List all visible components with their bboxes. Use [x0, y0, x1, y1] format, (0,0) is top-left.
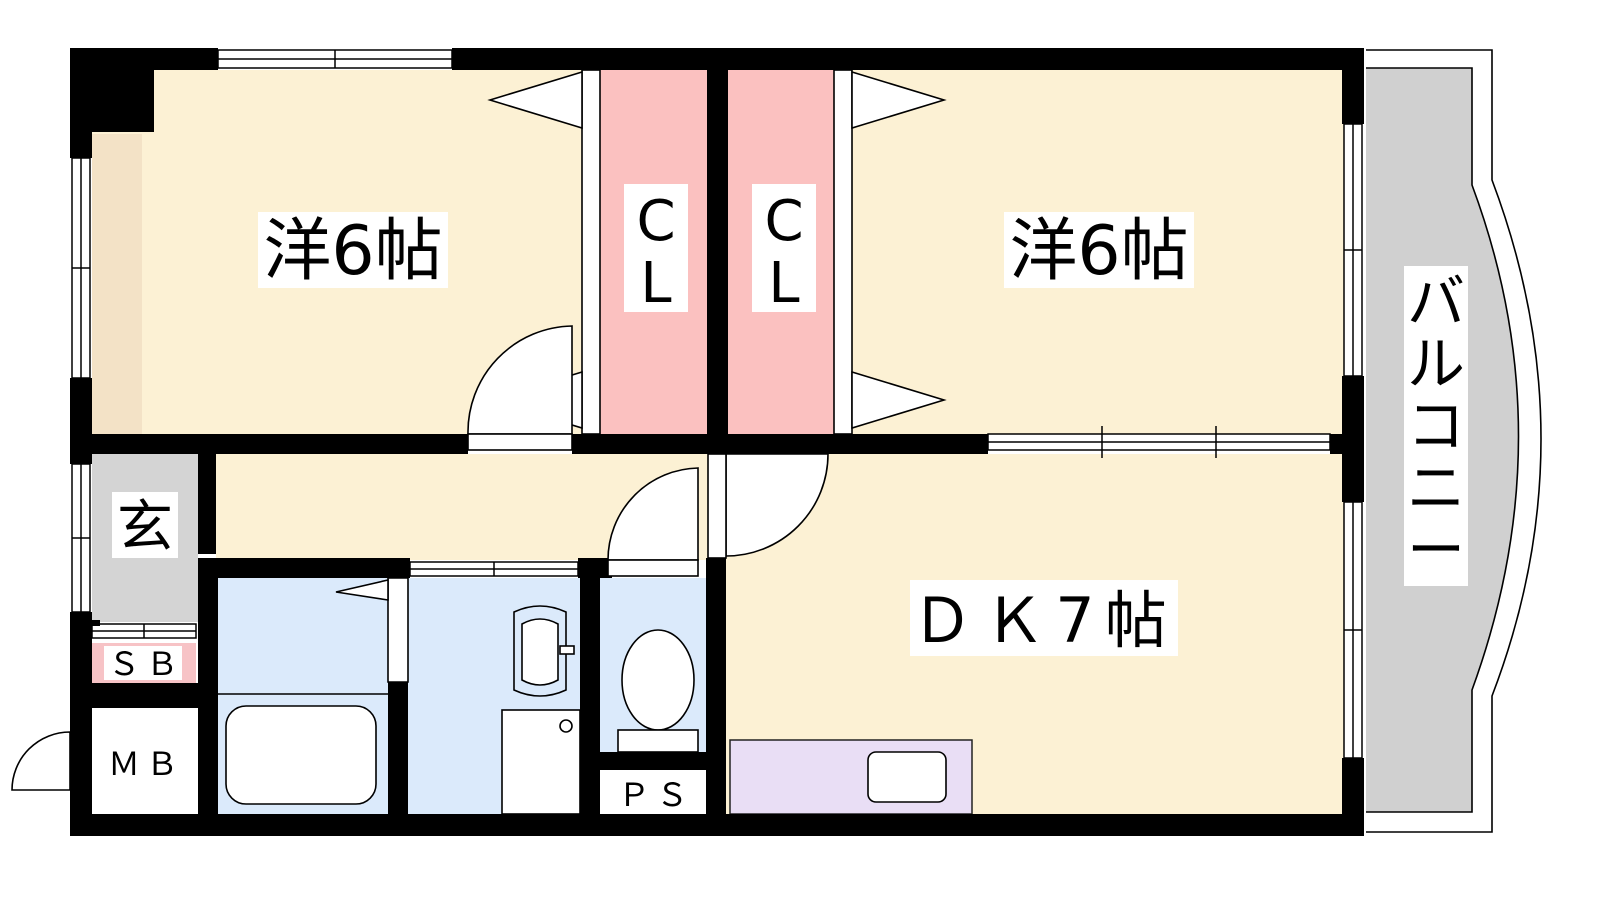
wall-closet-divider [707, 48, 728, 454]
washbasin-tap [559, 645, 575, 655]
toilet-tank [617, 729, 699, 753]
label-bg-dk [910, 580, 1178, 656]
wall-left-a [70, 48, 92, 158]
balcony-railing [1366, 49, 1542, 833]
label-balcony-5: ー [1407, 516, 1465, 584]
balcony-railing-inner [1366, 67, 1520, 813]
closet-left-frame [581, 69, 601, 435]
label-bg-balcony [1404, 266, 1468, 586]
door-left-room [467, 325, 573, 435]
label-pipe-space: ＰＳ [618, 776, 694, 814]
wall-mid-h-b [572, 434, 988, 454]
door-dk [725, 453, 829, 557]
label-closet-right-c: C [764, 189, 803, 254]
label-closet-left-c: C [636, 189, 675, 254]
fixtures [218, 605, 947, 815]
door-left-room-leaf [467, 433, 573, 451]
walls [70, 48, 1364, 836]
label-meter-box: ＭＢ [108, 745, 184, 783]
label-bg-closet-right [752, 184, 816, 312]
label-balcony-1: バ [1407, 268, 1465, 336]
toilet-bowl [621, 629, 695, 731]
door-dk-frame [707, 453, 727, 559]
label-closet-right-l: L [768, 251, 799, 316]
pipe-space-floor [600, 770, 706, 814]
wall-right-c [1342, 758, 1364, 836]
closet-right-door-bottom [851, 370, 947, 430]
bathtub [225, 705, 377, 805]
wall-lower-h [198, 558, 410, 578]
label-bg-entrance [112, 492, 178, 558]
wall-entrance-right [198, 454, 216, 554]
label-shoe-box: ＳＢ [108, 645, 184, 683]
label-bg-closet-left [624, 184, 688, 312]
closet-left-door-top [487, 70, 583, 130]
label-bg-shoe-box [104, 646, 182, 680]
label-closet-left-l: L [640, 251, 671, 316]
label-dk: ＤＫ7帖 [911, 584, 1176, 657]
wall-entrance-sb [70, 620, 100, 626]
closet-right-frame [833, 69, 853, 435]
kitchen-sink [867, 751, 947, 803]
wall-mid-h-c [1330, 434, 1364, 454]
wall-left-c [70, 612, 92, 834]
balcony-railing-outer [1366, 49, 1542, 833]
door-bathroom-fold [335, 578, 389, 601]
wall-wash-toilet [580, 558, 600, 834]
label-balcony-3: コ [1407, 392, 1465, 460]
wall-bath-wash [388, 680, 408, 834]
door-toilet [607, 467, 699, 561]
label-bg-western-right [1004, 212, 1194, 288]
label-western-left: 洋6帖 [263, 212, 442, 291]
wall-toilet-dk [706, 558, 726, 834]
swing-doors [11, 325, 829, 791]
door-toilet-frame [607, 559, 699, 577]
wall-ps-top [600, 752, 706, 770]
door-bathroom [387, 577, 409, 683]
door-meter-box [11, 731, 71, 791]
windows [71, 49, 1363, 759]
label-balcony-2: ル [1407, 330, 1465, 398]
label-bg-western-left [258, 212, 448, 288]
label-western-right: 洋6帖 [1009, 212, 1188, 291]
wall-right-a [1342, 48, 1364, 124]
closet-right-door-top [851, 70, 947, 130]
wall-mid-h-a [70, 434, 468, 454]
label-entrance: 玄 [117, 495, 173, 560]
storage-shelf [92, 134, 142, 437]
wall-top-b [452, 48, 1364, 70]
washbasin-inner [521, 618, 559, 686]
labels: 洋6帖 洋6帖 C L C L 玄 ＳＢ ＭＢ ＰＳ ＤＫ7帖 バ ル コ ニ … [104, 184, 1468, 814]
label-balcony-4: ニ [1407, 454, 1465, 522]
meter-box-floor [92, 708, 196, 814]
wall-sb-mb [70, 683, 216, 708]
washbasin-drain [559, 719, 573, 733]
